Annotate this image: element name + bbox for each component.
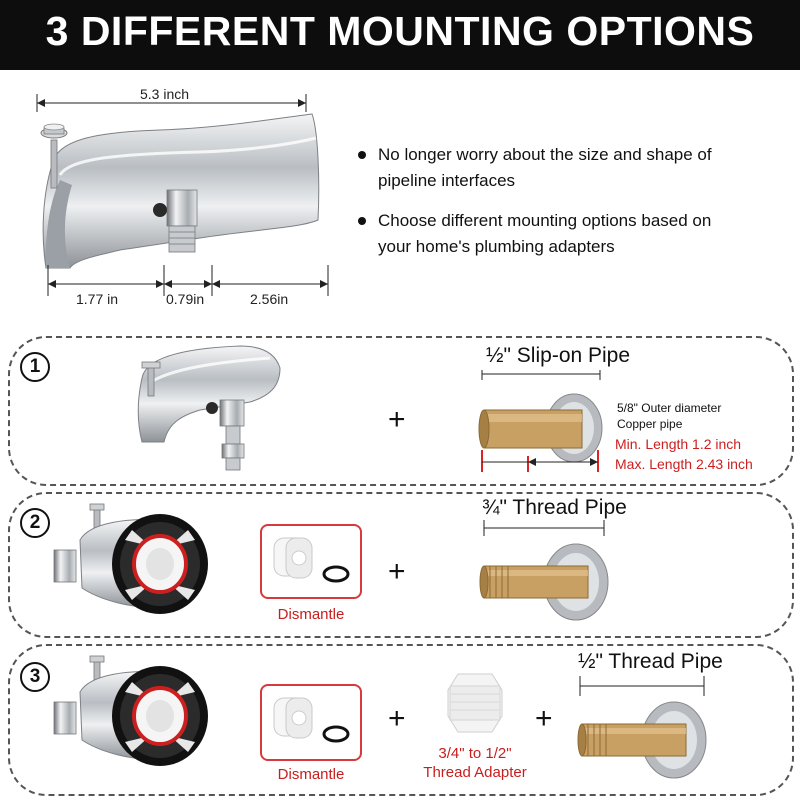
feature-line: your home's plumbing adapters [378,237,615,256]
dismantle-label: Dismantle [277,766,345,783]
threaded-pipe-1-2-image [577,676,707,779]
threaded-pipe-3-4-image [479,520,609,621]
feature-item: No longer worry about the size and shape… [378,142,712,194]
title-banner [0,0,800,70]
adapter-line: 3/4" to 1/2" [438,745,512,762]
feature-line: pipeline interfaces [378,171,516,190]
pipe-title: ½" Slip-on Pipe [486,344,631,367]
spout-front-view-image [53,503,208,614]
feature-line: Choose different mounting options based … [378,211,712,230]
page-title: 3 DIFFERENT MOUNTING OPTIONS [45,8,755,54]
thread-adapter-label: 3/4" to 1/2" Thread Adapter [405,744,545,782]
thread-adapter-image [447,673,503,733]
plus-sign: + [388,555,406,588]
option-number: 3 [20,662,50,692]
slip-on-pipe-image [478,370,603,472]
min-length: Min. Length 1.2 inch [615,436,742,452]
insert-and-oring-image [273,537,350,583]
insert-and-oring-image [273,697,350,743]
option-3-panel [8,644,794,796]
plus-sign: + [388,702,406,735]
feature-item: Choose different mounting options based … [378,208,711,260]
segment-1-label: 1.77 in [76,291,119,307]
pipe-title: ½" Thread Pipe [578,650,723,673]
pipe-spec-note: 5/8" Outer diameter Copper pipe [617,400,721,432]
feature-line: No longer worry about the size and shape… [378,145,712,164]
bullet-dot [358,151,366,159]
bullet-dot [358,217,366,225]
spout-dimension-figure [36,94,329,296]
pipe-title: ¾" Thread Pipe [482,496,627,519]
spout-with-diverter-image [137,345,281,471]
spout-front-view-image [53,655,208,766]
option-2-panel [8,492,794,638]
segment-2-label: 0.79in [166,291,205,307]
plus-sign: + [535,702,553,735]
adapter-line: Thread Adapter [423,764,527,781]
option-number: 1 [20,352,50,382]
note-line: 5/8" Outer diameter [617,401,722,415]
length-limits: Min. Length 1.2 inch Max. Length 2.43 in… [615,434,753,474]
note-line: Copper pipe [617,417,683,431]
overall-length-label: 5.3 inch [140,86,190,102]
plus-sign: + [388,403,406,436]
option-number: 2 [20,508,50,538]
max-length: Max. Length 2.43 inch [615,456,753,472]
dismantle-label: Dismantle [277,606,345,623]
segment-3-label: 2.56in [250,291,289,307]
option-1-panel [8,336,794,486]
